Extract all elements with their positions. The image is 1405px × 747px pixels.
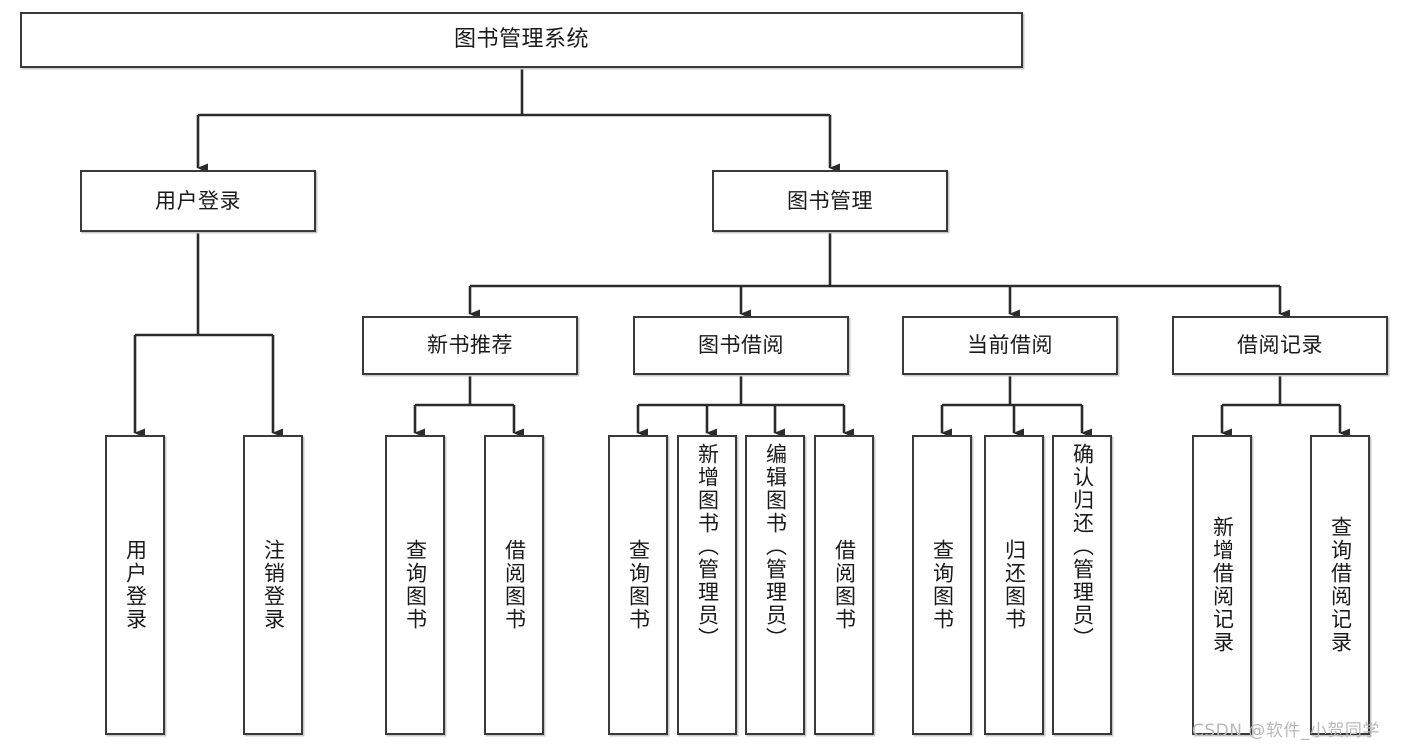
node-new-rec[interactable]: 新书推荐 bbox=[362, 316, 578, 375]
node-leaf-2[interactable]: 注销登录 bbox=[243, 435, 303, 735]
node-leaf-10[interactable]: 归还图书 bbox=[984, 435, 1044, 735]
node-leaf-6[interactable]: 新增图书（管理员） bbox=[677, 435, 737, 735]
node-leaf-5[interactable]: 查询图书 bbox=[608, 435, 668, 735]
node-user-login[interactable]: 用户登录 bbox=[80, 170, 316, 232]
node-leaf-12[interactable]: 新增借阅记录 bbox=[1192, 435, 1252, 735]
node-label: 查询图书 bbox=[403, 539, 428, 631]
node-label: 用户登录 bbox=[123, 539, 148, 631]
node-leaf-7[interactable]: 编辑图书（管理员） bbox=[745, 435, 805, 735]
node-label: 查询借阅记录 bbox=[1328, 516, 1353, 654]
node-leaf-1[interactable]: 用户登录 bbox=[105, 435, 165, 735]
node-leaf-4[interactable]: 借阅图书 bbox=[484, 435, 544, 735]
node-label: 查询图书 bbox=[626, 539, 651, 631]
node-current[interactable]: 当前借阅 bbox=[902, 316, 1118, 375]
node-leaf-13[interactable]: 查询借阅记录 bbox=[1310, 435, 1370, 735]
node-label: 归还图书 bbox=[1002, 539, 1027, 631]
node-leaf-11[interactable]: 确认归还（管理员） bbox=[1052, 435, 1112, 735]
node-label: 借阅图书 bbox=[502, 539, 527, 631]
node-label: 编辑图书（管理员） bbox=[763, 443, 788, 650]
node-root[interactable]: 图书管理系统 bbox=[20, 12, 1023, 68]
node-label: 借阅记录 bbox=[1237, 333, 1323, 358]
node-book-manage[interactable]: 图书管理 bbox=[712, 170, 948, 232]
node-label: 查询图书 bbox=[930, 539, 955, 631]
node-label: 新增借阅记录 bbox=[1210, 516, 1235, 654]
node-label: 确认归还（管理员） bbox=[1070, 443, 1095, 650]
node-label: 注销登录 bbox=[261, 539, 286, 631]
node-label: 借阅图书 bbox=[832, 539, 857, 631]
node-label: 新书推荐 bbox=[427, 333, 513, 358]
node-label: 图书管理系统 bbox=[453, 27, 589, 53]
node-label: 用户登录 bbox=[155, 188, 241, 213]
node-label: 图书借阅 bbox=[698, 333, 784, 358]
node-borrow[interactable]: 图书借阅 bbox=[633, 316, 849, 375]
node-label: 新增图书（管理员） bbox=[695, 443, 720, 650]
node-label: 图书管理 bbox=[787, 188, 873, 213]
node-records[interactable]: 借阅记录 bbox=[1172, 316, 1388, 375]
node-leaf-8[interactable]: 借阅图书 bbox=[814, 435, 874, 735]
node-label: 当前借阅 bbox=[967, 333, 1053, 358]
node-leaf-9[interactable]: 查询图书 bbox=[912, 435, 972, 735]
node-leaf-3[interactable]: 查询图书 bbox=[385, 435, 445, 735]
